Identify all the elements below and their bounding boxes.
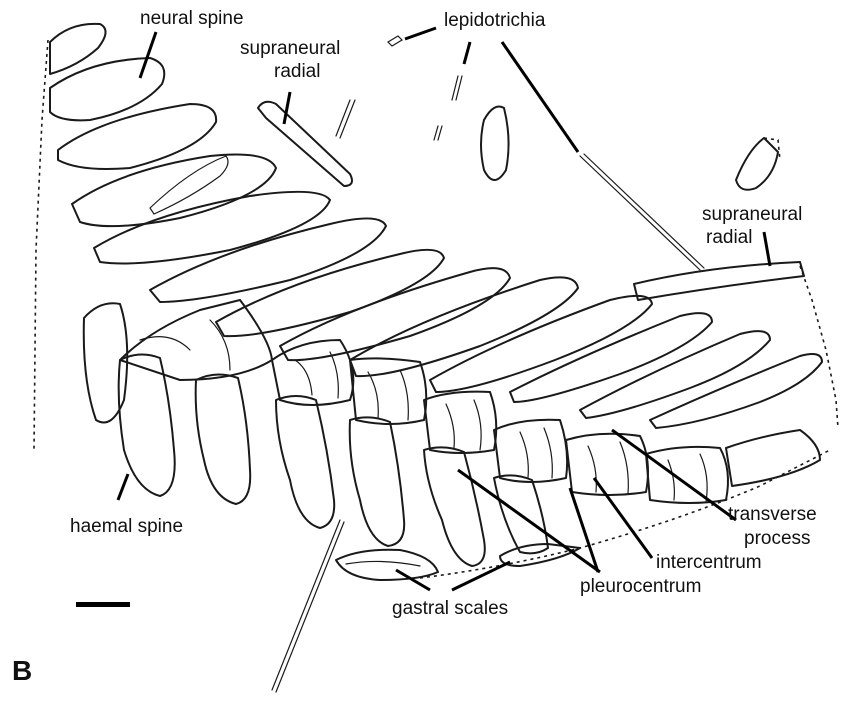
label-intercentrum: intercentrum: [656, 552, 762, 573]
leader-lines: [116, 26, 772, 592]
haemal-spine-6: [423, 446, 486, 567]
label-gastral-scales: gastral scales: [392, 598, 508, 619]
label-supraneural-radial-top-line1: supraneural: [240, 38, 340, 59]
panel-label: B: [12, 655, 32, 686]
label-transverse-process-line2: process: [744, 528, 811, 549]
label-supraneural-radial-right-line2: radial: [706, 227, 752, 248]
gastral-scale-left: [335, 548, 439, 581]
neural-spine-2: [49, 57, 166, 122]
label-supraneural-radial-top-line2: radial: [274, 61, 320, 82]
neural-spine-8: [279, 267, 511, 362]
supraneural-radials: [149, 100, 805, 301]
label-transverse-process-line1: transverse: [728, 504, 817, 525]
labels: neural spine supraneural radial lepidotr…: [70, 8, 817, 619]
neural-spine-4: [71, 153, 277, 228]
haemal-spine-1: [82, 302, 129, 424]
isolated-fragment-right: [735, 137, 779, 191]
neural-spine-11: [509, 312, 713, 403]
vertebral-centra: [119, 299, 821, 504]
haemal-spine-5: [348, 416, 406, 547]
label-lepidotrichia: lepidotrichia: [444, 10, 546, 31]
isolated-fragment-center: [480, 105, 510, 181]
neural-spine-6: [149, 217, 387, 303]
neural-spine-12: [579, 330, 771, 419]
neural-spine-13: [649, 353, 823, 429]
supraneural-radial-upper: [257, 100, 353, 187]
neural-spine-9: [349, 276, 579, 378]
haemal-spine-7: [493, 474, 549, 555]
scale-bar: [76, 602, 130, 607]
haemal-spine-4: [275, 395, 336, 529]
label-haemal-spine: haemal spine: [70, 516, 183, 537]
haemal-spines: [82, 302, 549, 567]
left-broken-edge: [33, 39, 49, 451]
neural-spines: [49, 22, 823, 429]
label-neural-spine: neural spine: [140, 8, 244, 29]
neural-spine-1: [49, 22, 107, 75]
haemal-spine-3: [194, 373, 252, 505]
neural-spine-5: [93, 190, 331, 265]
neural-spine-3: [57, 103, 218, 170]
label-supraneural-radial-right-line1: supraneural: [702, 204, 802, 225]
lepidotrichia-shapes: [271, 35, 781, 693]
gastral-scales-shapes: [335, 543, 581, 581]
haemal-spine-2: [117, 353, 176, 497]
neural-spine-10: [429, 294, 653, 393]
supraneural-radial-right: [633, 261, 805, 301]
neural-spine-7: [215, 248, 445, 338]
label-pleurocentrum: pleurocentrum: [580, 576, 701, 597]
